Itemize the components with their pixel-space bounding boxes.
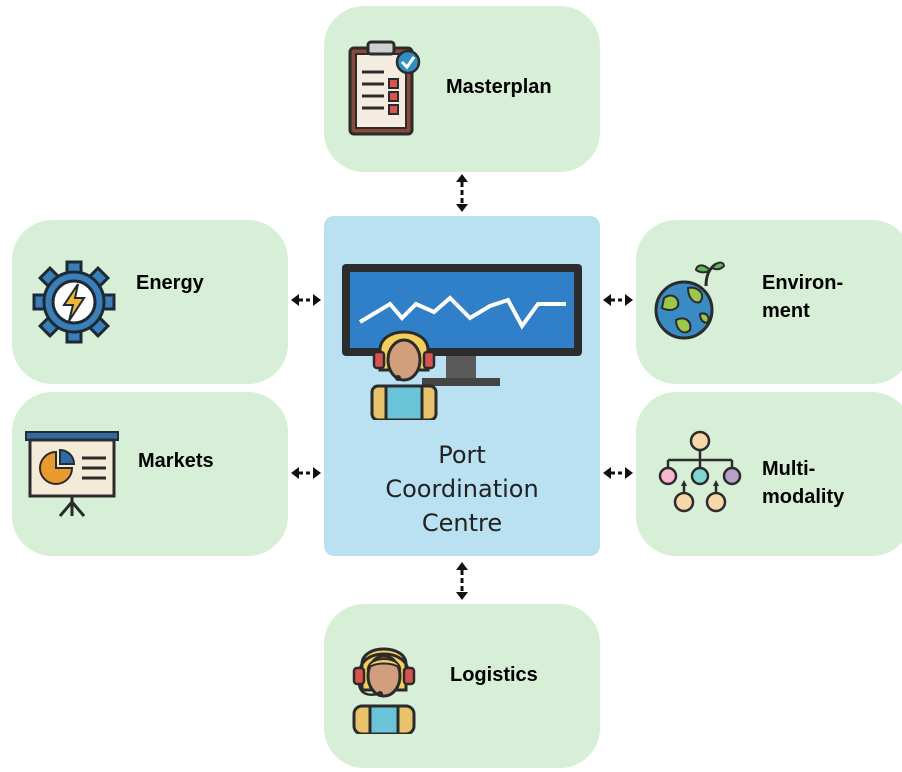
globe-sprout-icon (654, 261, 726, 340)
arrow-logistics-centre (456, 562, 468, 600)
presentation-board-icon (25, 431, 119, 517)
center-title-line2: Coordination (385, 475, 539, 503)
logistics-label: Logistics (450, 664, 538, 686)
energy-label: Energy (136, 272, 204, 294)
masterplan-node: Masterplan (324, 6, 600, 172)
center-title-line3: Centre (421, 509, 503, 537)
markets-label: Markets (138, 450, 214, 472)
multimodality-label-line2: modality (762, 486, 845, 508)
multimodality-node: Multi- modality (636, 392, 902, 556)
masterplan-label: Masterplan (446, 76, 552, 98)
center-title: Port Coordination Centre (324, 438, 600, 540)
arrow-markets-centre (291, 467, 321, 479)
network-hierarchy-icon (658, 430, 742, 513)
multimodality-label-line1: Multi- (762, 458, 816, 480)
port-coordination-centre: Port Coordination Centre (324, 216, 600, 556)
markets-node: Markets (12, 392, 288, 556)
energy-node: Energy (12, 220, 288, 384)
arrow-masterplan-centre (456, 174, 468, 212)
arrow-energy-centre (291, 294, 321, 306)
clipboard-checklist-icon (348, 40, 421, 136)
gear-lightning-icon (32, 260, 116, 344)
center-title-line1: Port (438, 441, 486, 469)
operator-headset-icon (352, 647, 416, 734)
arrow-environment-centre (603, 294, 633, 306)
environment-node: Environ- ment (636, 220, 902, 384)
logistics-node: Logistics (324, 604, 600, 768)
arrow-multimodality-centre (603, 467, 633, 479)
environment-label-line1: Environ- (762, 272, 844, 294)
monitor-operator-icon (342, 264, 582, 420)
environment-label-line2: ment (762, 300, 810, 322)
